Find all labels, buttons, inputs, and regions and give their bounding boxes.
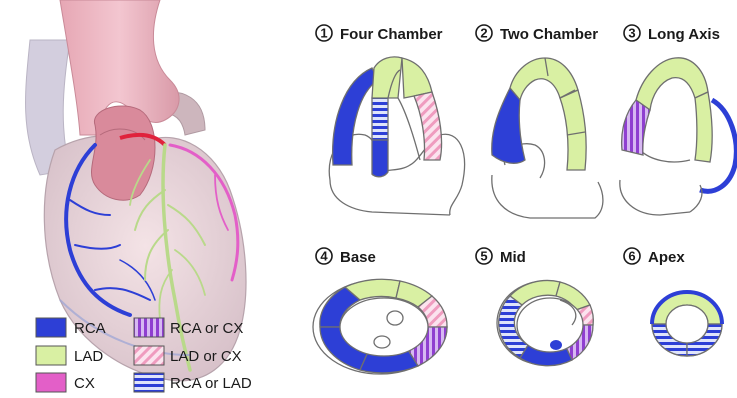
panel-title-6: 6 Apex: [624, 248, 685, 266]
panel-number: 1: [320, 26, 327, 41]
legend-swatch-cx: [36, 373, 66, 392]
panel-title-4: 4 Base: [316, 248, 376, 266]
lad-segment: [560, 90, 586, 170]
panel-number: 6: [628, 249, 635, 264]
panel-number: 4: [320, 249, 328, 264]
panel-number: 2: [480, 26, 487, 41]
lad-segment: [695, 92, 712, 162]
lad-segment: [372, 57, 402, 98]
legend-swatch-lad: [36, 346, 66, 365]
legend-item-rca: RCA: [36, 318, 106, 337]
panel-title: Four Chamber: [340, 26, 443, 43]
legend-label: RCA: [74, 320, 106, 337]
panel-title-1: 1 Four Chamber: [316, 25, 443, 43]
lad-segment: [402, 58, 432, 98]
legend-swatch-rca-or-lad: [134, 373, 164, 392]
legend-label: CX: [74, 375, 95, 392]
legend-swatch-rca-or-cx: [134, 318, 164, 337]
two-chamber-view: [492, 58, 603, 218]
panel-title-3: 3 Long Axis: [624, 25, 720, 43]
four-chamber-view: [329, 57, 464, 215]
rca-or-lad-segment: [372, 98, 388, 140]
panel-number: 5: [480, 249, 487, 264]
legend: RCA RCA or CX LAD LAD or CX CX RCA or LA…: [36, 318, 252, 392]
apex-short-axis: [652, 292, 722, 356]
panel-title: Two Chamber: [500, 26, 598, 43]
legend-item-lad-or-cx: LAD or CX: [134, 346, 242, 365]
panel-title: Base: [340, 249, 376, 266]
legend-item-lad: LAD: [36, 346, 103, 365]
panel-title: Apex: [648, 249, 685, 266]
panel-title: Long Axis: [648, 26, 720, 43]
panel-number: 3: [628, 26, 635, 41]
legend-label: LAD: [74, 348, 103, 365]
mid-short-axis: [497, 280, 593, 365]
lad-or-cx-segment: [414, 92, 442, 160]
long-axis-view: [620, 58, 736, 215]
legend-label: RCA or CX: [170, 320, 243, 337]
rca-or-cx-segment: [622, 100, 650, 155]
base-short-axis: [313, 279, 447, 374]
legend-item-rca-or-lad: RCA or LAD: [134, 373, 252, 392]
rca-segment: [372, 140, 388, 177]
legend-label: RCA or LAD: [170, 375, 252, 392]
legend-item-rca-or-cx: RCA or CX: [134, 318, 243, 337]
legend-label: LAD or CX: [170, 348, 242, 365]
rca-segment: [492, 88, 525, 163]
pulmonary-trunk: [91, 106, 155, 200]
legend-swatch-lad-or-cx: [134, 346, 164, 365]
legend-swatch-rca: [36, 318, 66, 337]
panel-title-2: 2 Two Chamber: [476, 25, 598, 43]
panel-title-5: 5 Mid: [476, 248, 526, 266]
panel-title: Mid: [500, 249, 526, 266]
legend-item-cx: CX: [36, 373, 95, 392]
